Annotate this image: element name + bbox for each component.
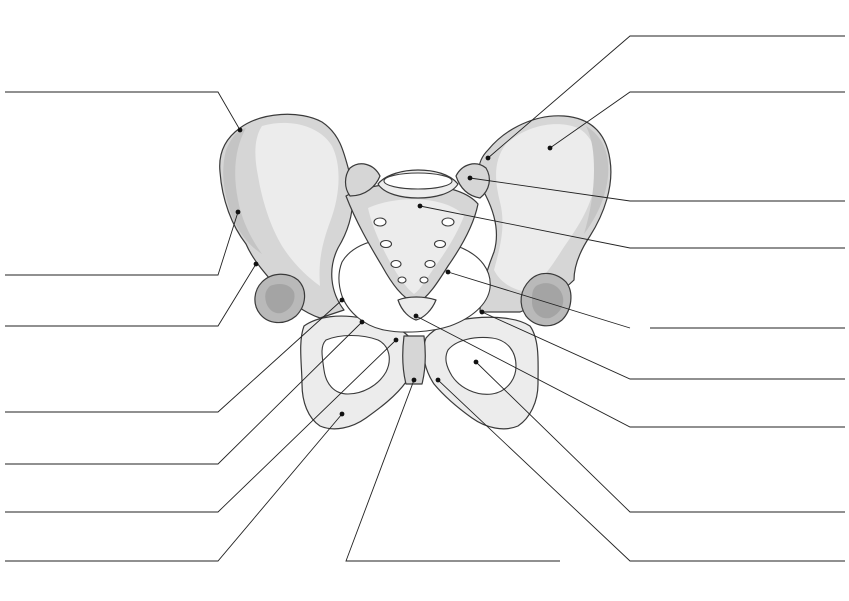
pointer-dot [253, 261, 259, 267]
pointer-dot [393, 337, 399, 343]
leader-B1 [345, 379, 560, 562]
sacral-foramen [373, 217, 387, 227]
leader-L4 [5, 299, 343, 413]
pointer-dot [237, 127, 243, 133]
pointer-dot [479, 309, 485, 315]
leader-R7 [415, 315, 845, 428]
pointer-dot [359, 319, 365, 325]
pointer-dot [339, 411, 345, 417]
leader-R8 [475, 361, 845, 513]
pointer-dot [485, 155, 491, 161]
sacral-foramen [419, 276, 429, 284]
leader-R2 [549, 91, 845, 149]
sacral-base-top [383, 172, 453, 190]
sacrum-front [368, 199, 464, 294]
leader-R1 [487, 35, 845, 159]
leader-lines [5, 35, 845, 562]
pubic-symphysis [402, 335, 426, 385]
leader-L7 [5, 413, 343, 562]
obturator-foramen-right [321, 334, 390, 395]
coccyx [397, 296, 437, 321]
pointer-dot [467, 175, 473, 181]
sacral-foramen [379, 239, 393, 249]
sacral-foramen [397, 276, 407, 284]
leader-L2 [5, 211, 239, 276]
leader-R3 [469, 177, 845, 202]
ilium-right-crest-edge [223, 128, 262, 254]
ilium-left-fossa [494, 124, 597, 292]
pointer-dots [235, 127, 553, 417]
sacral-foramen [441, 217, 455, 227]
pointer-dot [435, 377, 441, 383]
sacral-foramen [390, 259, 402, 269]
leader-L1 [5, 91, 241, 131]
pointer-dot [413, 313, 419, 319]
sacral-ala-right [344, 163, 381, 197]
leader-R6 [481, 311, 845, 380]
ilium-left-crest-edge [584, 126, 609, 234]
pointer-dot [473, 359, 479, 365]
acetabulum-left-shadow [532, 283, 564, 319]
pelvis-illustration [219, 113, 612, 430]
obturator-foramen-left [445, 336, 517, 395]
acetabulum-right-shadow [265, 284, 295, 314]
pointer-dot [417, 203, 423, 209]
leader-L5 [5, 321, 363, 465]
leader-L3 [5, 263, 257, 327]
leader-L6 [5, 339, 397, 513]
leader-R9 [437, 379, 845, 562]
pointer-dot [339, 297, 345, 303]
ilium-right-fossa [255, 122, 339, 286]
sacral-ala-left [455, 163, 490, 199]
leader-R5 [447, 271, 845, 329]
pointer-dot [547, 145, 553, 151]
pointer-dot [235, 209, 241, 215]
leader-R4 [419, 205, 845, 249]
pointer-dot [411, 377, 417, 383]
pointer-dot [445, 269, 451, 275]
sacral-foramen [424, 259, 436, 269]
sacral-foramen [433, 239, 447, 249]
